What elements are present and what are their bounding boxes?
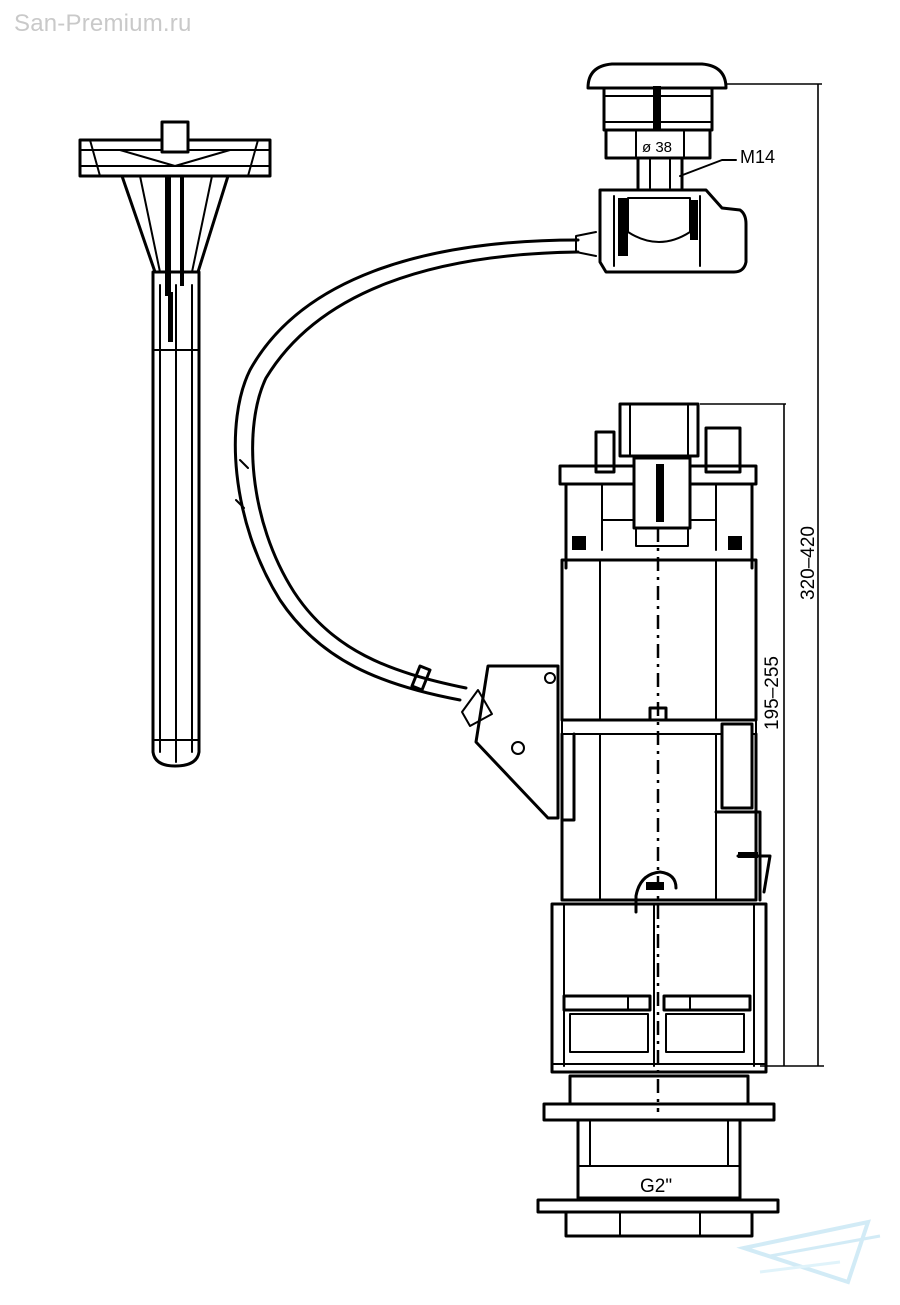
valve-seal-base (550, 902, 768, 1074)
cable-bracket (461, 664, 560, 820)
connection-label: G2" (640, 1176, 672, 1197)
thread-label: M14 (740, 147, 775, 167)
height-total-label: 320–420 (798, 526, 819, 600)
diameter-label: ø 38 (642, 139, 672, 156)
button-housing (575, 188, 748, 274)
height-body-label: 195–255 (762, 656, 783, 730)
site-watermark: San-Premium.ru (14, 10, 192, 37)
overflow-tube-side-view (78, 120, 272, 768)
valve-body (558, 402, 772, 1112)
brand-logo (736, 1219, 881, 1285)
dimension-lines: 320–420 195–255 (700, 83, 824, 1067)
threaded-connector: G2" (536, 1074, 780, 1238)
bowden-cable (233, 238, 580, 702)
push-button: ø 38 M14 (586, 62, 775, 190)
